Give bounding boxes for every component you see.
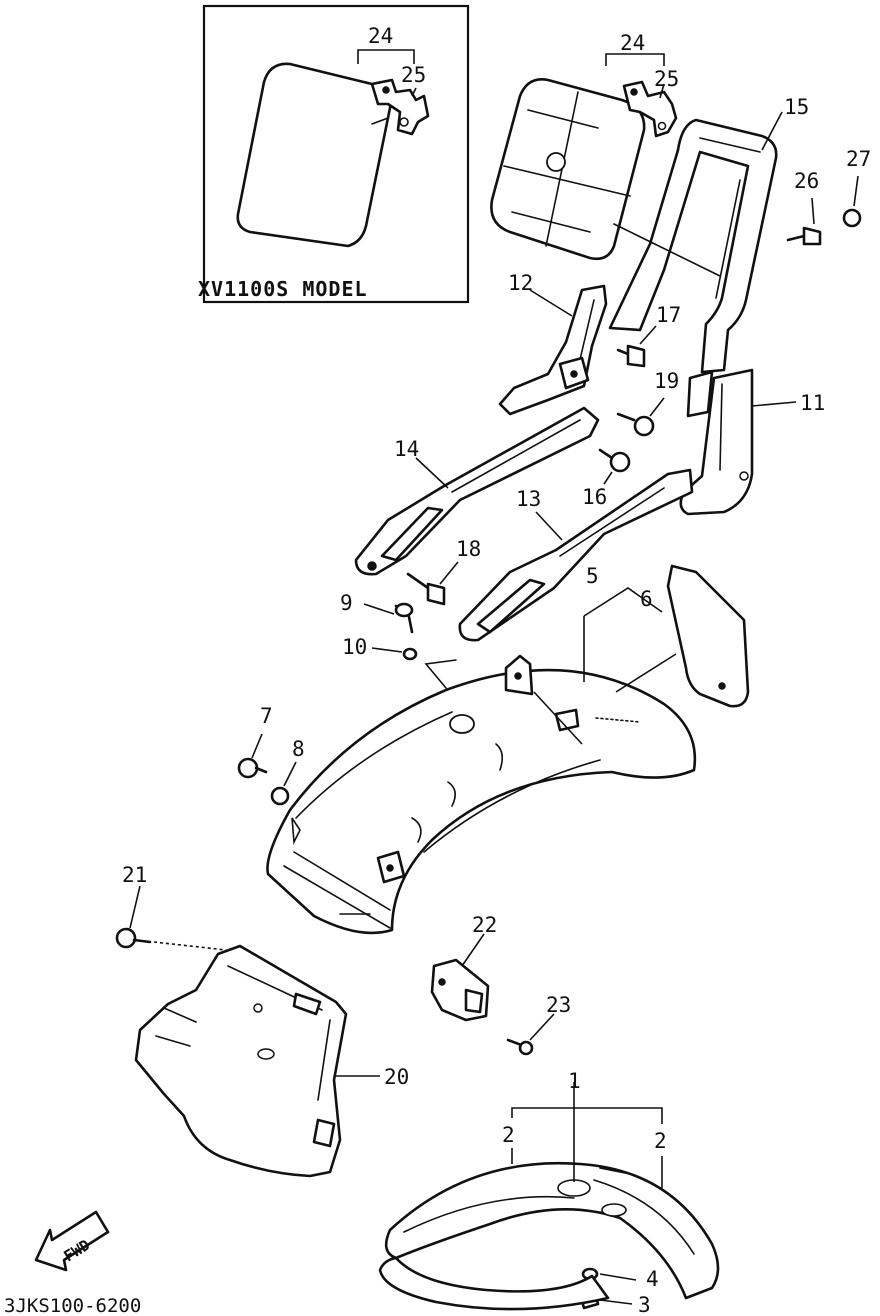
callout-13: 13 [516,487,541,511]
backrest-frame [608,118,778,418]
callout-12: 12 [508,271,533,295]
callout-19: 19 [654,369,679,393]
callout-8: 8 [292,737,305,761]
callout-7: 7 [260,704,273,728]
inset-xv1100s-model: 24 25 XV1100S MODEL [198,4,470,304]
callout-5: 5 [586,564,599,588]
reference-code: 3JKS100-6200 [4,1295,141,1316]
stay-14 [354,406,600,576]
fender-inner-20 [134,944,348,1178]
callout-24: 24 [620,31,645,55]
forward-arrow-icon [34,1210,110,1272]
inset-plate-25 [370,78,430,136]
callout-25: 25 [654,67,679,91]
callout-26: 26 [794,169,819,193]
callout-14: 14 [394,437,419,461]
callout-1: 1 [568,1069,581,1093]
bolt-18 [406,572,446,606]
bolt-17 [616,344,646,368]
fender-emblem [666,564,750,708]
callout-2-right: 2 [654,1129,667,1153]
front-fender [378,1161,720,1311]
callout-15: 15 [784,95,809,119]
bolt-21 [115,927,152,949]
nut-27 [842,208,862,228]
callout-11: 11 [800,391,825,415]
callout-6: 6 [640,587,653,611]
bolt-7 [237,757,268,779]
callout-22: 22 [472,913,497,937]
stay-13 [458,468,694,642]
callout-3: 3 [638,1293,651,1316]
bolt-19 [616,412,655,437]
inset-backrest-pad [236,62,392,248]
callout-17: 17 [656,303,681,327]
bolt-16 [598,448,631,473]
bolt-23 [506,1038,534,1056]
inset-frame [202,4,470,304]
backrest-plate [622,80,678,138]
callout-18: 18 [456,537,481,561]
bolt-9 [394,602,414,634]
backrest-pad [490,78,646,261]
side-bracket-12 [498,284,608,416]
bolt-26 [786,226,822,246]
callout-9: 9 [340,591,353,615]
nut-8 [270,786,290,806]
callout-2-left: 2 [502,1123,515,1147]
callout-23: 23 [546,993,571,1017]
callout-4: 4 [646,1267,659,1291]
inset-callout-24: 24 [368,24,393,48]
washer-10 [402,647,418,661]
callout-16: 16 [582,485,607,509]
bracket-22 [430,958,490,1022]
callout-10: 10 [342,635,367,659]
callout-21: 21 [122,863,147,887]
inset-callout-25: 25 [401,63,426,87]
rear-fender [266,654,697,935]
callout-20: 20 [384,1065,409,1089]
inset-title: XV1100S MODEL [198,277,368,301]
callout-27: 27 [846,147,871,171]
